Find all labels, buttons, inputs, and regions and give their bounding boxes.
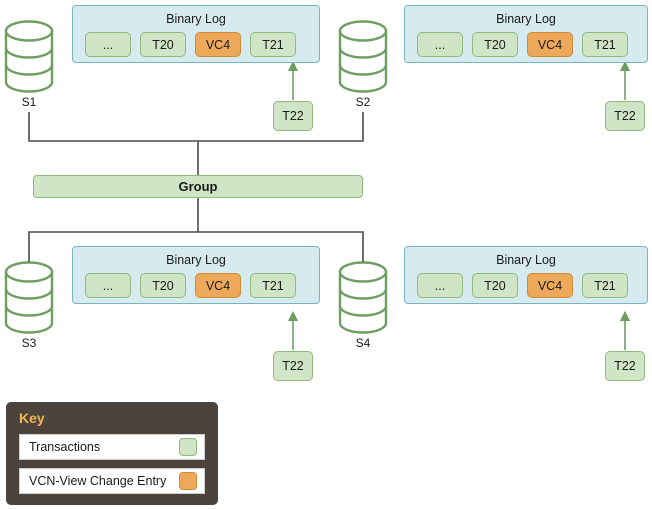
key-item-label: VCN-View Change Entry: [29, 474, 167, 488]
server-label-s4: S4: [355, 336, 371, 350]
server-label-s3: S3: [21, 336, 37, 350]
binary-log-title: Binary Log: [166, 253, 226, 267]
binary-log-title: Binary Log: [166, 12, 226, 26]
vcn-swatch-icon: [179, 472, 197, 490]
binlog-entry[interactable]: T20: [472, 273, 518, 298]
binlog-entry[interactable]: ...: [417, 273, 463, 298]
cylinder-s2: [338, 20, 388, 93]
binlog-entry-vcn[interactable]: VC4: [195, 32, 241, 57]
cylinder-s1: [4, 20, 54, 93]
binlog-entry-vcn[interactable]: VC4: [527, 273, 573, 298]
binlog-entry[interactable]: T20: [472, 32, 518, 57]
key-item-transactions: Transactions: [19, 434, 205, 460]
binary-log-panel-s2: Binary Log ... T20 VC4 T21: [404, 5, 648, 63]
cylinder-s4: [338, 261, 388, 334]
server-label-s2: S2: [355, 95, 371, 109]
binlog-entry[interactable]: T20: [140, 273, 186, 298]
binary-log-panel-s3: Binary Log ... T20 VC4 T21: [72, 246, 320, 304]
key-legend: Key Transactions VCN-View Change Entry: [6, 402, 218, 505]
binlog-entry[interactable]: T20: [140, 32, 186, 57]
binary-log-entries: ... T20 VC4 T21: [85, 273, 296, 298]
server-label-s1: S1: [21, 95, 37, 109]
incoming-transaction-s2[interactable]: T22: [605, 101, 645, 131]
binary-log-entries: ... T20 VC4 T21: [417, 32, 628, 57]
binary-log-panel-s1: Binary Log ... T20 VC4 T21: [72, 5, 320, 63]
key-title: Key: [19, 410, 45, 426]
key-item-label: Transactions: [29, 440, 101, 454]
binary-log-panel-s4: Binary Log ... T20 VC4 T21: [404, 246, 648, 304]
transaction-swatch-icon: [179, 438, 197, 456]
binlog-entry-vcn[interactable]: VC4: [527, 32, 573, 57]
incoming-transaction-s4[interactable]: T22: [605, 351, 645, 381]
binlog-entry-vcn[interactable]: VC4: [195, 273, 241, 298]
binlog-entry[interactable]: T21: [582, 32, 628, 57]
group-bar[interactable]: Group: [33, 175, 363, 198]
key-item-vcn: VCN-View Change Entry: [19, 468, 205, 494]
binlog-entry[interactable]: ...: [85, 273, 131, 298]
binlog-entry[interactable]: T21: [250, 32, 296, 57]
binlog-entry[interactable]: ...: [85, 32, 131, 57]
binary-log-entries: ... T20 VC4 T21: [417, 273, 628, 298]
binary-log-title: Binary Log: [496, 12, 556, 26]
binary-log-title: Binary Log: [496, 253, 556, 267]
cylinder-s3: [4, 261, 54, 334]
binlog-entry[interactable]: ...: [417, 32, 463, 57]
binary-log-entries: ... T20 VC4 T21: [85, 32, 296, 57]
binlog-entry[interactable]: T21: [250, 273, 296, 298]
incoming-transaction-s1[interactable]: T22: [273, 101, 313, 131]
incoming-transaction-s3[interactable]: T22: [273, 351, 313, 381]
binlog-entry[interactable]: T21: [582, 273, 628, 298]
